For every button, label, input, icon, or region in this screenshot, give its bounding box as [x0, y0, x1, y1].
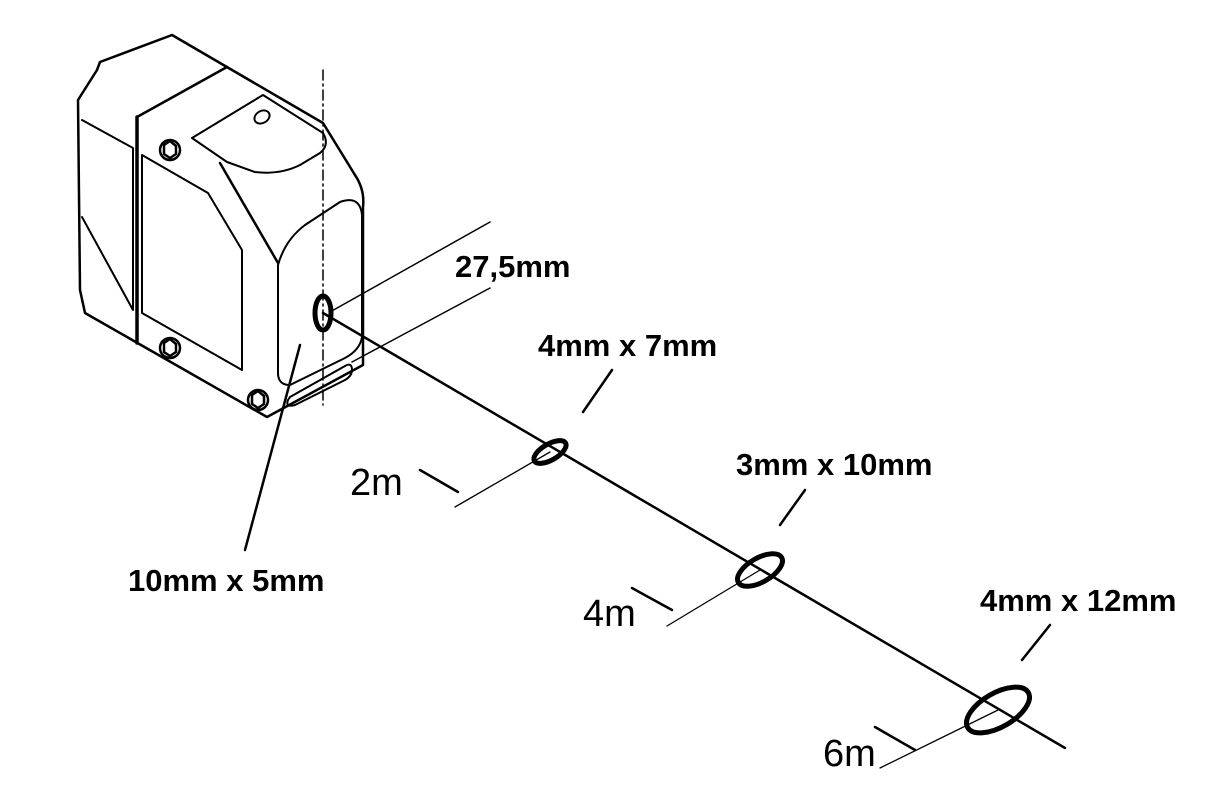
side-window	[81, 119, 134, 311]
origin-spot-label: 10mm x 5mm	[128, 563, 325, 598]
spot-6m-label: 4mm x 12mm	[980, 583, 1177, 618]
spot-4m-label: 3mm x 10mm	[736, 447, 933, 482]
lens-aperture	[312, 293, 334, 333]
nameplate	[191, 94, 327, 174]
width-label: 27,5mm	[455, 249, 571, 284]
lens-panel	[277, 199, 363, 386]
distance-6m-label: 6m	[823, 733, 876, 775]
distance-4m-label: 4m	[583, 593, 636, 635]
distance-2m-label: 2m	[350, 462, 403, 504]
screw-icon	[158, 138, 270, 412]
front-window	[141, 154, 243, 371]
indicator-slot	[286, 363, 353, 407]
spot-2m-label: 4mm x 7mm	[538, 328, 718, 363]
spot-6m	[964, 684, 1032, 736]
sensor-body	[76, 33, 365, 419]
beam	[243, 221, 1067, 769]
mount-hole	[253, 109, 271, 125]
